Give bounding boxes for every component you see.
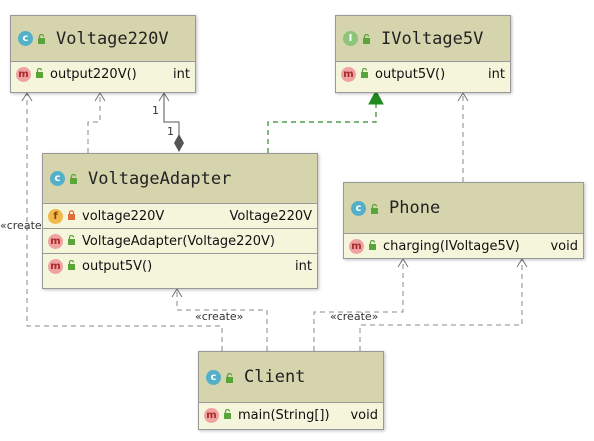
- public-visibility-icon: [223, 408, 232, 423]
- class-header[interactable]: c Client: [199, 352, 383, 403]
- class-header[interactable]: c Phone: [344, 183, 583, 234]
- multiplicity-source: 1: [152, 104, 159, 117]
- runnable-class-icon: c: [206, 369, 221, 385]
- method-name: charging(IVoltage5V): [383, 238, 520, 254]
- arrowhead-ivoltage5v-phone: [457, 92, 469, 102]
- edge-composition: [163, 93, 180, 135]
- interface-icon: I: [343, 31, 358, 46]
- public-visibility-icon: [67, 259, 76, 274]
- public-visibility-icon: [225, 368, 234, 387]
- constructor-row[interactable]: m VoltageAdapter(Voltage220V): [43, 229, 317, 253]
- interface-ivoltage5v[interactable]: I IVoltage5V m output5V() int: [335, 15, 511, 93]
- method-row[interactable]: m charging(IVoltage5V) void: [344, 234, 583, 258]
- method-name: output220V(): [50, 66, 137, 82]
- method-section: m charging(IVoltage5V) void: [344, 234, 583, 258]
- method-return-type: void: [350, 407, 378, 423]
- method-name: output5V(): [375, 66, 446, 82]
- edge-create-voltage220v: [26, 93, 223, 351]
- method-icon: m: [349, 238, 364, 254]
- composition-diamond: [174, 134, 184, 152]
- arrowhead-voltage220v-comp: [158, 92, 170, 102]
- edge-dependency-adapter-voltage220v: [87, 93, 101, 153]
- class-title: Voltage220V: [56, 28, 169, 49]
- public-visibility-icon: [360, 67, 369, 82]
- class-header[interactable]: c Voltage220V: [11, 16, 195, 62]
- method-row[interactable]: m output220V() int: [11, 62, 195, 86]
- public-visibility-icon: [37, 29, 46, 48]
- method-icon: m: [48, 233, 63, 249]
- field-row[interactable]: f voltage220V Voltage220V: [43, 204, 317, 228]
- class-client[interactable]: c Client m main(String[]) void: [198, 351, 384, 430]
- method-return-type: int: [173, 66, 190, 82]
- class-title: VoltageAdapter: [88, 168, 232, 189]
- method-section: m output5V() int: [43, 254, 317, 278]
- realization-arrowhead: [368, 89, 384, 105]
- field-section: f voltage220V Voltage220V: [43, 204, 317, 229]
- method-row[interactable]: m output5V() int: [43, 254, 317, 278]
- class-voltage220v[interactable]: c Voltage220V m output220V() int: [10, 15, 196, 93]
- class-title: Phone: [389, 198, 441, 218]
- public-visibility-icon: [370, 199, 379, 218]
- class-title: IVoltage5V: [381, 28, 484, 49]
- class-icon: c: [351, 200, 366, 216]
- method-icon: m: [16, 66, 31, 82]
- arrowhead-phone-right: [516, 258, 528, 268]
- public-visibility-icon: [35, 67, 44, 82]
- label-create-phone: «create»: [330, 310, 379, 323]
- method-section: m main(String[]) void: [199, 403, 383, 427]
- method-return-type: void: [550, 238, 578, 254]
- private-lock-icon: [67, 209, 76, 224]
- edge-realization-adapter: [267, 104, 377, 153]
- method-return-type: int: [488, 66, 505, 82]
- method-icon: m: [48, 258, 63, 274]
- public-visibility-icon: [69, 169, 78, 188]
- public-visibility-icon: [67, 234, 76, 249]
- class-title: Client: [244, 367, 306, 387]
- class-voltage-adapter[interactable]: c VoltageAdapter f voltage220V Voltage22…: [42, 153, 318, 289]
- arrowhead-adapter: [171, 288, 183, 298]
- field-type: Voltage220V: [229, 208, 312, 224]
- arrowhead-phone-left: [397, 258, 409, 268]
- constructor-section: m VoltageAdapter(Voltage220V): [43, 229, 317, 254]
- label-create-adapter: «create»: [195, 310, 244, 323]
- edge-create-adapter: [176, 289, 268, 351]
- public-visibility-icon: [368, 239, 377, 254]
- method-name: output5V(): [82, 258, 153, 274]
- arrowhead-voltage220v-left: [21, 92, 33, 102]
- edge-use-phone: [359, 259, 523, 351]
- method-name: main(String[]): [238, 407, 330, 423]
- class-header[interactable]: c VoltageAdapter: [43, 154, 317, 204]
- class-icon: c: [50, 171, 65, 186]
- edge-create-phone: [313, 259, 404, 351]
- method-section: m output220V() int: [11, 62, 195, 86]
- method-return-type: int: [295, 258, 312, 274]
- method-section: m output5V() int: [336, 62, 510, 86]
- method-row[interactable]: m main(String[]) void: [199, 403, 383, 427]
- static-method-icon: m: [204, 407, 219, 423]
- class-phone[interactable]: c Phone m charging(IVoltage5V) void: [343, 182, 584, 259]
- constructor-name: VoltageAdapter(Voltage220V): [82, 233, 275, 249]
- method-icon: m: [341, 66, 356, 82]
- label-create-voltage220v: «create»: [0, 219, 49, 232]
- class-icon: c: [18, 31, 33, 46]
- field-icon: f: [48, 208, 63, 224]
- method-row[interactable]: m output5V() int: [336, 62, 510, 86]
- class-header[interactable]: I IVoltage5V: [336, 16, 510, 62]
- field-name: voltage220V: [82, 208, 165, 224]
- public-visibility-icon: [362, 29, 371, 48]
- multiplicity-target: 1: [167, 125, 174, 138]
- arrowhead-voltage220v-mid: [94, 92, 106, 102]
